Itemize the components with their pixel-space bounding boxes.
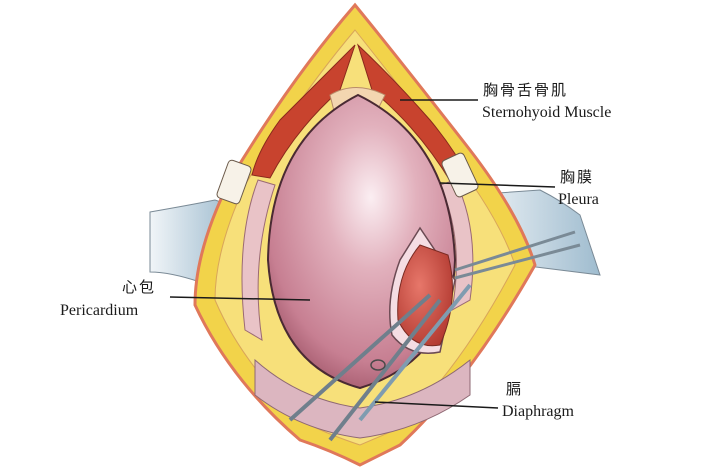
pericardium-label-zh: 心包 xyxy=(122,278,157,296)
pericardium-label-en: Pericardium xyxy=(60,302,139,319)
diaphragm-label-en: Diaphragm xyxy=(502,403,574,420)
sternohyoid-label-en: Sternohyoid Muscle xyxy=(482,104,612,121)
sternohyoid-label-zh: 胸骨舌骨肌 xyxy=(483,81,569,99)
pericardium-leader-line xyxy=(169,296,311,301)
diaphragm-leader-line xyxy=(374,401,499,409)
pleura-label-zh: 胸膜 xyxy=(560,168,595,186)
pleura-leader-line xyxy=(439,182,556,188)
pleura-label-en: Pleura xyxy=(558,191,599,208)
diaphragm-label-zh: 膈 xyxy=(506,380,524,398)
